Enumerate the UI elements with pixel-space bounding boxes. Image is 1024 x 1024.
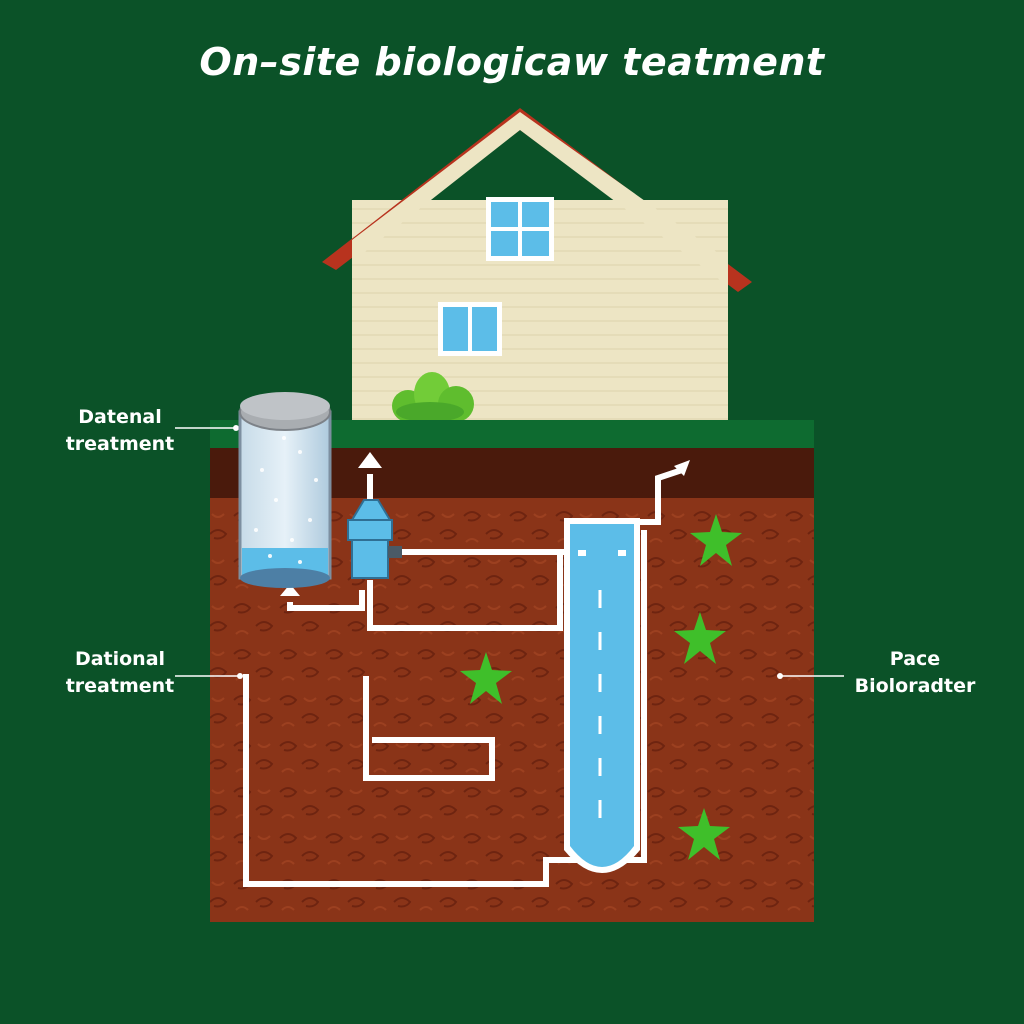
label-line: Pace [889, 648, 941, 670]
bush [392, 372, 474, 422]
microbe-star-icon [678, 808, 730, 860]
label-datenal-treatment: Datenal treatment [50, 404, 190, 458]
column-side-pipe [626, 530, 647, 863]
microbe-star-icon [690, 514, 742, 566]
treatment-tank [238, 392, 332, 588]
flow-arrows [280, 452, 690, 596]
microbes [460, 514, 742, 860]
up-right-arrow-icon [674, 460, 690, 476]
label-line: treatment [65, 433, 175, 455]
up-arrow-icon [358, 452, 382, 468]
vent-pipe [640, 467, 683, 525]
label-line: treatment [65, 675, 175, 697]
microbe-star-icon [674, 612, 726, 664]
label-pace-bioloradter: Pace Bioloradter [840, 646, 990, 700]
microbe-star-icon [460, 652, 512, 704]
biofilter-column [564, 518, 640, 873]
inner-loop-pipe [363, 676, 495, 781]
label-dational-treatment: Dational treatment [50, 646, 190, 700]
label-line: Bioloradter [854, 675, 976, 697]
label-line: Dational [74, 648, 166, 670]
return-loop-pipe [367, 552, 563, 631]
pump-unit [347, 499, 402, 579]
pipe-network [243, 467, 683, 887]
label-line: Datenal [78, 406, 162, 428]
bottom-drain-pipe [243, 674, 580, 887]
callout-lines [175, 425, 844, 679]
up-arrow-icon [280, 584, 300, 596]
tank-outlet-pipe [287, 590, 365, 611]
house [322, 108, 752, 424]
diagram-title: On–site biologicaw teatment [199, 40, 825, 84]
